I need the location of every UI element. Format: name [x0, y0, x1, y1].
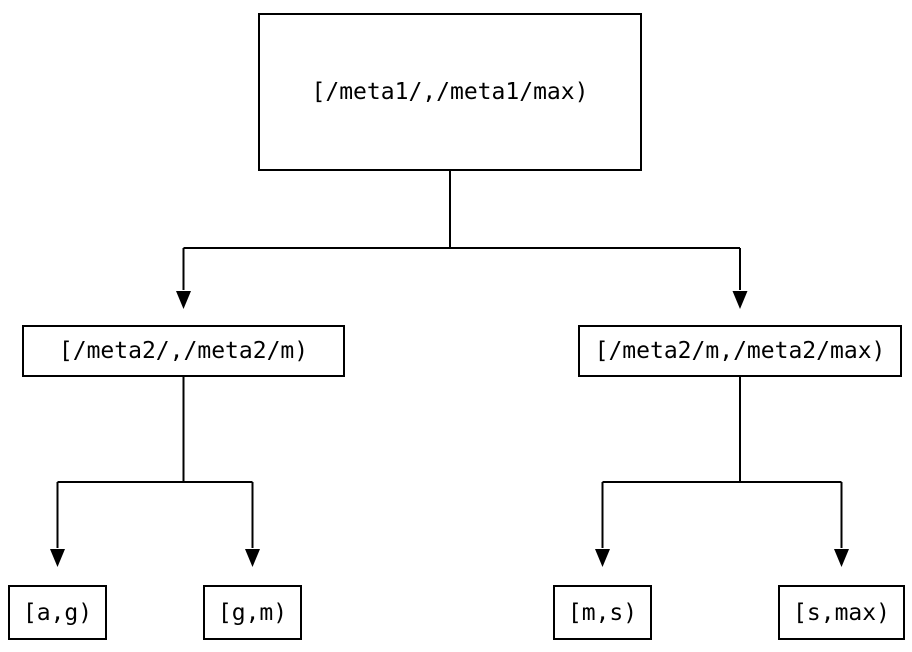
arrowhead-down-icon	[732, 291, 748, 309]
node-root: [/meta1/,/meta1/max)	[258, 13, 642, 171]
node-leaf-gm: [g,m)	[203, 585, 302, 640]
arrowhead-down-icon	[595, 549, 610, 567]
node-meta2-low: [/meta2/,/meta2/m)	[22, 325, 345, 377]
node-label: [a,g)	[22, 599, 93, 626]
node-leaf-ag: [a,g)	[8, 585, 107, 640]
arrowhead-down-icon	[245, 549, 260, 567]
node-label: [/meta2/,/meta2/m)	[58, 338, 309, 364]
arrowhead-down-icon	[176, 291, 191, 309]
node-label: [s,max)	[793, 599, 890, 626]
arrowhead-down-icon	[834, 549, 849, 567]
node-leaf-smax: [s,max)	[778, 585, 905, 640]
node-label: [/meta1/,/meta1/max)	[311, 79, 589, 105]
node-label: [/meta2/m,/meta2/max)	[594, 338, 886, 364]
node-label: [m,s)	[567, 599, 638, 626]
node-label: [g,m)	[217, 599, 288, 626]
node-meta2-high: [/meta2/m,/meta2/max)	[578, 325, 902, 377]
node-leaf-ms: [m,s)	[553, 585, 652, 640]
arrowhead-down-icon	[50, 549, 65, 567]
